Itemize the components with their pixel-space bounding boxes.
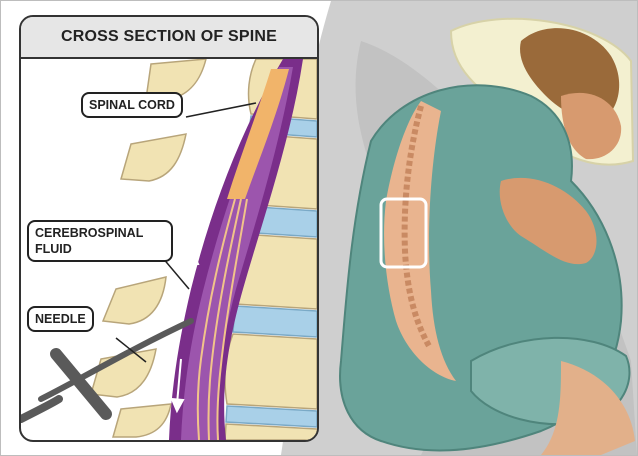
label-spinal-cord: SPINAL CORD [81, 92, 183, 118]
spine-cross-section-inset: CROSS SECTION OF SPINE [19, 15, 319, 442]
label-needle: NEEDLE [27, 306, 94, 332]
inset-title: CROSS SECTION OF SPINE [21, 17, 317, 59]
label-cerebrospinal-fluid: CEREBROSPINAL FLUID [27, 220, 173, 262]
